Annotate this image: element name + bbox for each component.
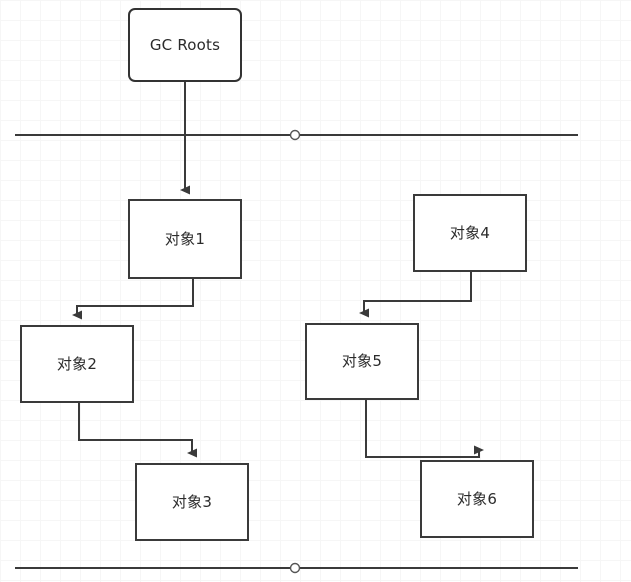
separator-top-handle[interactable] [289,129,301,141]
node-obj4-label: 对象4 [449,223,491,242]
node-obj6[interactable]: 对象6 [420,460,534,538]
node-gc-roots[interactable]: GC Roots [128,8,242,82]
node-obj3-label: 对象3 [171,492,213,511]
edge-obj1-obj2 [72,279,194,320]
node-obj5-label: 对象5 [341,352,383,370]
separator-bottom-handle[interactable] [289,562,301,574]
node-obj2-label: 对象2 [56,354,98,373]
node-obj5[interactable]: 对象5 [305,323,419,400]
edge-obj2-obj3 [78,403,197,458]
node-obj2[interactable]: 对象2 [20,325,134,403]
edge-obj4-obj5 [359,272,472,318]
node-obj3[interactable]: 对象3 [135,463,249,541]
node-gc-roots-label: GC Roots [149,35,221,54]
node-obj4[interactable]: 对象4 [413,194,527,272]
edge-obj5-obj6 [365,400,484,458]
node-obj6-label: 对象6 [456,489,498,508]
node-obj1-label: 对象1 [164,229,206,248]
node-obj1[interactable]: 对象1 [128,199,242,279]
